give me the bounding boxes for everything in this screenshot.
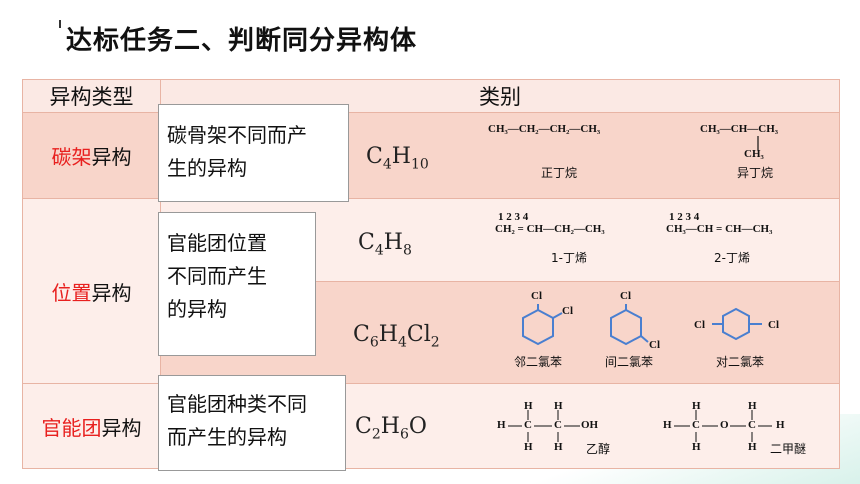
name-2-butene: 2-丁烯 (714, 251, 750, 265)
dimethyl-ether-structure-bonds (674, 410, 772, 442)
cl-label: Cl (694, 319, 705, 331)
title-marker (59, 20, 61, 28)
type-position: 位置异构 (22, 198, 161, 384)
desc-line: 生的异构 (167, 156, 247, 180)
formula-c4h10: C4H10 (366, 144, 429, 173)
atom-h: H (748, 400, 757, 412)
name-isobutane: 异丁烷 (737, 166, 774, 180)
benzene-ring-meta-icon (610, 304, 649, 346)
structure-isobutane: CH₃—CH—CH₃ (700, 123, 779, 135)
desc-box-position: 官能团位置 不同而产生 的异构 (158, 212, 316, 356)
header-category: 类别 (160, 79, 840, 113)
atom-h: H (692, 400, 701, 412)
desc-box-functional: 官能团种类不同 而产生的异构 (158, 375, 346, 471)
desc-line: 的异构 (167, 297, 227, 321)
structure-2-butene: CH₃—CH = CH—CH₃ (666, 223, 773, 235)
header-type: 异构类型 (22, 79, 161, 113)
desc-line: 不同而产生 (167, 264, 267, 288)
table-row-position-a: 位置异构 (22, 198, 840, 384)
carbon-numbering-1: 1 2 3 4 (498, 211, 529, 223)
cl-label: Cl (620, 290, 631, 302)
atom-h: H (692, 441, 701, 453)
formula-c6h4cl2: C6H4Cl2 (353, 322, 440, 351)
benzene-ring-para-icon (712, 307, 762, 341)
atom-h: H (497, 419, 506, 431)
structure-isobutane-branch: CH₃ (744, 148, 764, 160)
desc-box-carbon: 碳骨架不同而产 生的异构 (158, 104, 349, 202)
cl-label: Cl (562, 305, 573, 317)
atom-h: H (524, 400, 533, 412)
branch-bond (757, 136, 759, 150)
name-para-dichlorobenzene: 对二氯苯 (716, 355, 765, 369)
atom-h: H (554, 441, 563, 453)
desc-line: 而产生的异构 (167, 425, 287, 449)
atom-c: C (748, 419, 756, 431)
name-ethanol: 乙醇 (586, 442, 611, 456)
atom-h: H (554, 400, 563, 412)
name-n-butane: 正丁烷 (541, 166, 578, 180)
atom-h: H (748, 441, 757, 453)
atom-c: C (524, 419, 532, 431)
atom-o: O (720, 419, 729, 431)
name-ortho-dichlorobenzene: 邻二氯苯 (514, 355, 563, 369)
type-functional: 官能团异构 (22, 383, 161, 469)
desc-line: 碳骨架不同而产 (167, 123, 307, 147)
desc-line: 官能团位置 (167, 231, 267, 255)
name-meta-dichlorobenzene: 间二氯苯 (605, 355, 654, 369)
formula-c4h8: C4H8 (358, 230, 412, 259)
formula-c2h6o: C2H6O (355, 414, 427, 443)
name-dimethyl-ether: 二甲醚 (770, 442, 807, 456)
structure-1-butene: CH₂ = CH—CH₂—CH₃ (495, 223, 605, 235)
table-header-row: 异构类型 类别 (22, 79, 840, 113)
cl-label: Cl (649, 339, 660, 351)
structure-n-butane: CH₃—CH₂—CH₂—CH₃ (488, 123, 601, 135)
atom-oh: OH (581, 419, 599, 431)
atom-c: C (692, 419, 700, 431)
type-carbon: 碳架异构 (22, 112, 161, 199)
atom-c: C (554, 419, 562, 431)
page-title: 达标任务二、判断同分异构体 (66, 26, 418, 56)
cl-label: Cl (768, 319, 779, 331)
desc-line: 官能团种类不同 (167, 392, 307, 416)
cl-label: Cl (531, 290, 542, 302)
ethanol-structure-bonds (508, 410, 580, 442)
benzene-ring-ortho-icon (522, 304, 563, 346)
carbon-numbering-2: 1 2 3 4 (669, 211, 700, 223)
atom-h: H (524, 441, 533, 453)
atom-h: H (776, 419, 785, 431)
name-1-butene: 1-丁烯 (551, 251, 587, 265)
atom-h: H (663, 419, 672, 431)
